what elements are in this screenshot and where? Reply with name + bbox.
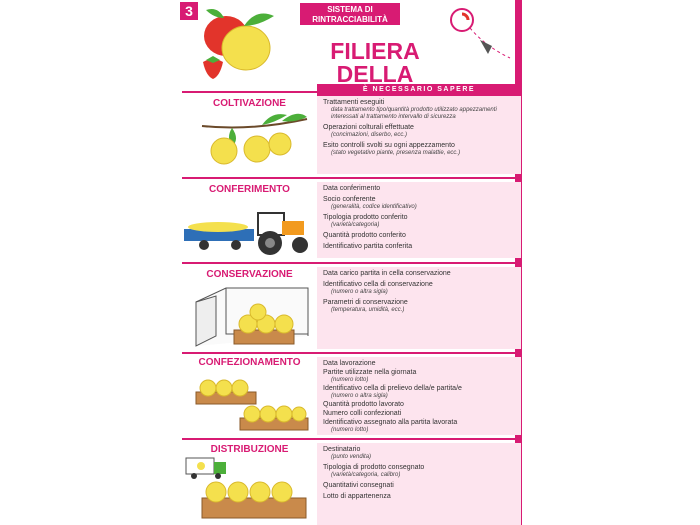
tractor-icon <box>184 212 308 255</box>
list-item: Operazioni colturali effettuate(concimaz… <box>323 124 521 139</box>
item-main: Parametri di conservazione <box>323 299 408 306</box>
item-main: Identificativo cella di prelievo della/e… <box>323 385 462 392</box>
list-item: Quantità prodotto lavorato <box>323 401 521 409</box>
list-item: Tipologia di prodotto consegnato(varietà… <box>323 464 521 479</box>
section-title: CONFERIMENTO <box>209 184 290 195</box>
item-main: Quantità prodotto conferito <box>323 232 406 239</box>
item-sub: (numero lotto) <box>331 377 369 383</box>
item-main: Partite utilizzate nella giornata <box>323 369 417 376</box>
section-divider <box>182 91 521 93</box>
list-item: Identificativo partita conferita <box>323 243 521 251</box>
list-item: Lotto di appartenenza <box>323 493 521 501</box>
section-title: CONFEZIONAMENTO <box>198 357 301 368</box>
section-info-panel: Destinatario(punto vendita) Tipologia di… <box>317 443 521 525</box>
list-item: Identificativo cella di conservazione(nu… <box>323 281 521 296</box>
strawberry-icon <box>203 56 223 79</box>
item-sub: (stato vegetativo piante, presenza malat… <box>331 150 461 156</box>
list-item: Parametri di conservazione(temperatura, … <box>323 299 521 314</box>
section-divider <box>182 262 521 264</box>
branch-icon <box>201 113 308 165</box>
list-item: Data lavorazione <box>323 360 521 368</box>
item-main: Tipologia prodotto conferito <box>323 214 408 221</box>
item-sub: (generalità, codice identificativo) <box>331 204 417 210</box>
item-sub: (numero lotto) <box>331 427 369 433</box>
item-main: Data conferimento <box>323 185 381 192</box>
item-main: Operazioni colturali effettuate <box>323 124 414 131</box>
section-conferimento: CONFERIMENTO Data conferimento Socio con… <box>182 177 521 260</box>
list-item: Partite utilizzate nella giornata(numero… <box>323 369 521 384</box>
section-title: DISTRIBUZIONE <box>210 444 289 455</box>
section-divider <box>182 438 521 440</box>
page-number: 3 <box>180 2 198 20</box>
section-title: COLTIVAZIONE <box>213 98 286 109</box>
item-main: Tipologia di prodotto consegnato <box>323 464 425 471</box>
item-main: Identificativo assegnato alla partita la… <box>323 419 458 426</box>
item-sub: (temperatura, umidità, ecc.) <box>331 307 405 313</box>
section-info-panel: Data lavorazione Partite utilizzate nell… <box>317 357 521 435</box>
item-main: Identificativo partita conferita <box>323 243 413 250</box>
list-item: Quantità prodotto conferito <box>323 232 521 240</box>
list-item: Numero colli confezionati <box>323 410 521 418</box>
list-item: Socio conferente(generalità, codice iden… <box>323 196 521 211</box>
list-item: Data conferimento <box>323 185 521 193</box>
item-main: Identificativo cella di conservazione <box>323 281 433 288</box>
necessary-band: È NECESSARIO SAPERE <box>317 84 521 96</box>
section-confezionamento: CONFEZIONAMENTO Data lavorazione Partite… <box>182 352 521 436</box>
item-main: Socio conferente <box>323 196 376 203</box>
list-item: Quantitativi consegnati <box>323 482 521 490</box>
apple-icon <box>204 9 274 71</box>
truck-icon <box>185 457 307 519</box>
item-main: Quantitativi consegnati <box>323 482 394 489</box>
item-main: Destinatario <box>323 446 361 453</box>
list-item: Data carico partita in cella conservazio… <box>323 270 521 278</box>
list-item: Destinatario(punto vendita) <box>323 446 521 461</box>
cold-room-icon <box>195 287 309 347</box>
item-sub: data trattamento tipo/quantità prodotto … <box>331 107 497 120</box>
item-main: Data carico partita in cella conservazio… <box>323 270 451 277</box>
list-item: Esito controlli svolti su ogni appezzame… <box>323 142 521 157</box>
item-sub: (concimazioni, diserbo, ecc.) <box>331 132 408 138</box>
item-sub: (varietà/categoria, calibro) <box>331 472 401 478</box>
item-main: Lotto di appartenenza <box>323 493 391 500</box>
list-item: Tipologia prodotto conferito(varietà/cat… <box>323 214 521 229</box>
item-sub: (varietà/categoria) <box>331 222 380 228</box>
section-divider <box>182 177 521 179</box>
section-divider <box>182 352 521 354</box>
section-info-panel: Data carico partita in cella conservazio… <box>317 267 521 349</box>
item-main: Numero colli confezionati <box>323 410 402 417</box>
item-sub: (numero o altra sigla) <box>331 289 388 295</box>
section-distribuzione: DISTRIBUZIONE Destinatario(punto vendita… <box>182 438 521 525</box>
title-line-1: FILIERA <box>330 38 420 64</box>
item-sub: (numero o altra sigla) <box>331 393 388 399</box>
list-item: Identificativo cella di prelievo della/e… <box>323 385 521 400</box>
section-conservazione: CONSERVAZIONE Data carico partita in cel… <box>182 262 521 352</box>
item-main: Quantità prodotto lavorato <box>323 401 404 408</box>
section-title: CONSERVAZIONE <box>206 269 293 280</box>
crate-icon <box>195 379 309 431</box>
item-main: Data lavorazione <box>323 360 376 367</box>
item-sub: (punto vendita) <box>331 454 372 460</box>
magnifier-icon <box>450 8 511 59</box>
item-main: Esito controlli svolti su ogni appezzame… <box>323 142 455 149</box>
section-info-panel: Data conferimento Socio conferente(gener… <box>317 182 521 258</box>
item-main: Trattamenti eseguiti <box>323 99 385 106</box>
system-label: SISTEMA DI RINTRACCIABILITÀ <box>300 3 400 25</box>
list-item: Identificativo assegnato alla partita la… <box>323 419 521 434</box>
